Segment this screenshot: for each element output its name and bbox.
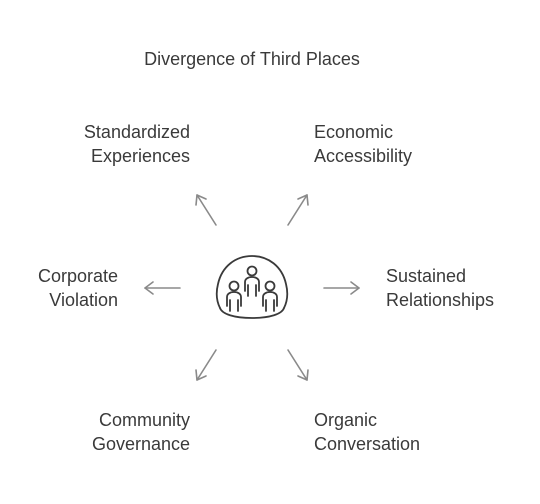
- arrow-down-right: [287, 349, 309, 381]
- arrow-right: [323, 281, 360, 295]
- node-label-line: Corporate: [37, 266, 118, 286]
- node-label-line: Community: [98, 410, 190, 430]
- node-label-line: Experiences: [90, 146, 190, 166]
- arrow-left: [144, 281, 181, 295]
- node-economic-accessibility: Economic Accessibility: [314, 120, 412, 168]
- diagram-title: Divergence of Third Places: [144, 49, 360, 69]
- arrow-up-right: [287, 194, 309, 226]
- node-corporate-violation: Corporate Violation: [38, 264, 118, 312]
- node-label-line: Violation: [49, 290, 118, 310]
- node-label-line: Relationships: [386, 290, 495, 310]
- node-label-line: Organic: [314, 410, 378, 430]
- node-community-governance: Community Governance: [92, 408, 190, 456]
- group-of-people-icon: [215, 255, 289, 319]
- node-label-line: Sustained: [386, 266, 467, 286]
- node-label-line: Governance: [91, 434, 190, 454]
- node-standardized-experiences: Standardized Experiences: [84, 120, 190, 168]
- node-label-line: Conversation: [314, 434, 421, 454]
- node-sustained-relationships: Sustained Relationships: [386, 264, 494, 312]
- node-label-line: Economic: [314, 122, 394, 142]
- arrow-down-left: [195, 349, 217, 381]
- node-organic-conversation: Organic Conversation: [314, 408, 420, 456]
- node-label-line: Accessibility: [314, 146, 413, 166]
- node-label-line: Standardized: [83, 122, 190, 142]
- arrow-up-left: [195, 194, 217, 226]
